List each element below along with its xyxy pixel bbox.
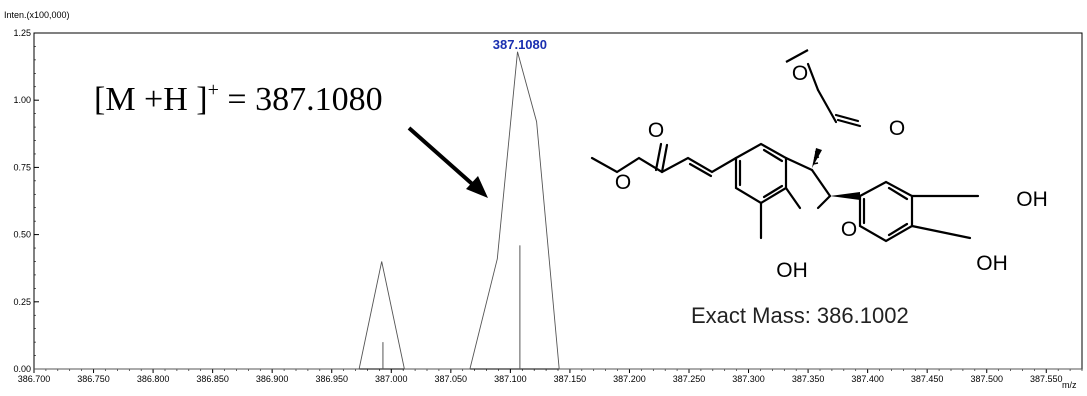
x-tick-label: 386.850 — [196, 374, 229, 384]
x-tick-label: 386.950 — [315, 374, 348, 384]
x-tick-label: 387.350 — [792, 374, 825, 384]
x-tick-label: 387.400 — [851, 374, 884, 384]
x-tick-label: 386.900 — [256, 374, 289, 384]
ion-annotation: [M +H ]+ = 387.1080 — [94, 79, 383, 118]
stereo-wedges — [812, 148, 860, 200]
x-tick-label: 387.150 — [554, 374, 587, 384]
atom-label: O — [841, 218, 857, 241]
atom-label: OH — [976, 252, 1008, 275]
profile-line — [34, 51, 1082, 370]
y-axis-ticks: 0.00 0.25 0.50 0.75 1.00 1.25 — [13, 28, 39, 374]
y-axis-title: Inten.(x100,000) — [4, 10, 70, 20]
x-tick-label: 387.550 — [1030, 374, 1063, 384]
x-tick-label: 387.300 — [732, 374, 765, 384]
y-tick-label: 0.50 — [13, 230, 31, 240]
chemical-structure — [590, 62, 980, 243]
x-tick-label: 386.800 — [137, 374, 170, 384]
atom-label: O — [792, 62, 808, 85]
atom-label: OH — [1016, 188, 1048, 211]
ion-formula: M +H — [105, 81, 196, 118]
x-tick-label: 387.100 — [494, 374, 527, 384]
spectrum-series — [34, 51, 1082, 370]
svg-text:[M +H ]+ = 387.1080: [M +H ]+ = 387.1080 — [94, 79, 383, 118]
atom-label: O — [648, 119, 664, 142]
x-axis-title: m/z — [1062, 380, 1077, 390]
x-tick-label: 387.500 — [970, 374, 1003, 384]
atom-label: O — [889, 117, 905, 140]
peak-label: 387.1080 — [493, 37, 547, 52]
atom-label: O — [615, 171, 631, 194]
methyl-bond — [785, 49, 809, 63]
x-axis-ticks: 386.700 386.750 386.800 386.850 386.900 386.9… — [18, 369, 1063, 384]
x-tick-label: 387.050 — [435, 374, 468, 384]
benzene-ring — [734, 142, 788, 205]
x-tick-label: 386.750 — [77, 374, 110, 384]
x-tick-label: 387.250 — [673, 374, 706, 384]
atom-labels: O O O O O OH OH OH — [615, 62, 1048, 282]
atom-label: OH — [776, 259, 808, 282]
catechol-ring — [858, 180, 914, 243]
arrow-shaft — [407, 126, 481, 192]
y-tick-label: 0.75 — [13, 162, 31, 172]
ion-bracket-open: [ — [94, 81, 105, 118]
ion-bracket-close: ] — [196, 81, 207, 118]
x-tick-label: 387.200 — [613, 374, 646, 384]
x-tick-label: 387.450 — [911, 374, 944, 384]
x-tick-label: 387.000 — [375, 374, 408, 384]
exact-mass-label: Exact Mass: 386.1002 — [691, 303, 909, 328]
x-tick-label: 386.700 — [18, 374, 51, 384]
y-tick-label: 0.00 — [13, 364, 31, 374]
ion-charge: + — [208, 79, 219, 101]
y-tick-label: 1.00 — [13, 95, 31, 105]
y-tick-label: 0.25 — [13, 297, 31, 307]
y-tick-label: 1.25 — [13, 28, 31, 38]
arrow-head — [466, 176, 488, 198]
ion-mz-value: = 387.1080 — [219, 81, 383, 118]
